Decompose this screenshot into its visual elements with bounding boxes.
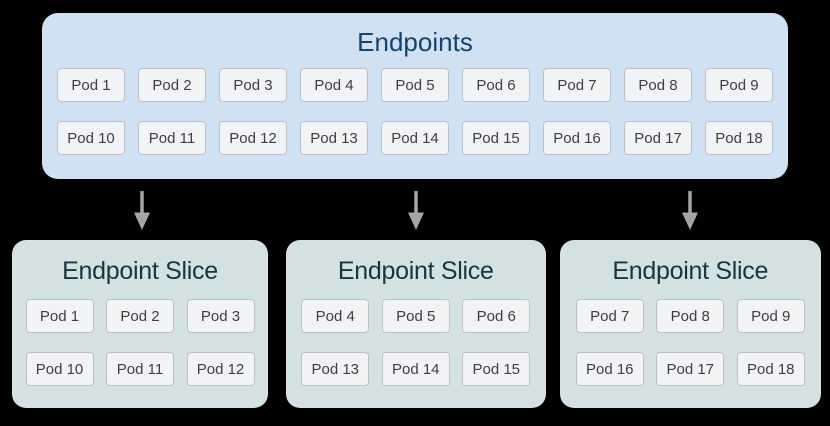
slice-3-pod-row-1: Pod 7 Pod 8 Pod 9 xyxy=(560,299,822,333)
pod-chip: Pod 6 xyxy=(462,68,530,102)
pod-chip: Pod 7 xyxy=(543,68,611,102)
pod-chip: Pod 8 xyxy=(624,68,692,102)
endpoints-pod-row-2: Pod 10 Pod 11 Pod 12 Pod 13 Pod 14 Pod 15 Pod … xyxy=(42,121,788,155)
pod-chip: Pod 16 xyxy=(575,352,644,386)
pod-chip: Pod 7 xyxy=(575,299,644,333)
pod-chip: Pod 3 xyxy=(186,299,255,333)
pod-chip: Pod 1 xyxy=(25,299,94,333)
pod-chip: Pod 2 xyxy=(138,68,206,102)
pod-chip: Pod 6 xyxy=(462,299,531,333)
endpoint-slice-title-1: Endpoint Slice xyxy=(62,257,218,285)
slice-3-pod-row-2: Pod 16 Pod 17 Pod 18 xyxy=(560,352,822,386)
down-arrow-2 xyxy=(408,191,424,230)
pod-chip: Pod 14 xyxy=(381,352,450,386)
pod-chip: Pod 12 xyxy=(219,121,287,155)
pod-chip: Pod 17 xyxy=(624,121,692,155)
pod-chip: Pod 4 xyxy=(300,68,368,102)
slice-2-pod-row-2: Pod 13 Pod 14 Pod 15 xyxy=(286,352,546,386)
pod-chip: Pod 1 xyxy=(57,68,125,102)
pod-chip: Pod 10 xyxy=(25,352,94,386)
endpoints-box: Endpoints Pod 1 Pod 2 Pod 3 Pod 4 Pod 5 Pod 6… xyxy=(42,13,788,179)
pod-chip: Pod 3 xyxy=(219,68,287,102)
pod-chip: Pod 11 xyxy=(106,352,174,386)
pod-chip: Pod 9 xyxy=(705,68,773,102)
pod-chip: Pod 15 xyxy=(462,352,531,386)
pod-chip: Pod 18 xyxy=(705,121,773,155)
pod-chip: Pod 13 xyxy=(301,352,370,386)
endpoints-pod-row-1: Pod 1 Pod 2 Pod 3 Pod 4 Pod 5 Pod 6 Pod 7 Pod 8… xyxy=(42,68,788,102)
pod-chip: Pod 4 xyxy=(301,299,370,333)
endpoint-slice-title-3: Endpoint Slice xyxy=(612,257,769,285)
slice-1-pod-row-1: Pod 1 Pod 2 Pod 3 xyxy=(12,299,268,333)
pod-chip: Pod 15 xyxy=(462,121,530,155)
slice-2-pod-row-1: Pod 4 Pod 5 Pod 6 xyxy=(286,299,546,333)
pod-chip: Pod 14 xyxy=(381,121,449,155)
pod-chip: Pod 5 xyxy=(381,68,449,102)
pod-chip: Pod 10 xyxy=(57,121,125,155)
down-arrow-3 xyxy=(681,191,698,230)
endpoint-slice-title-2: Endpoint Slice xyxy=(337,257,494,285)
down-arrow-1 xyxy=(134,191,150,230)
pod-chip: Pod 18 xyxy=(736,352,805,386)
pod-chip: Pod 8 xyxy=(656,299,725,333)
pod-chip: Pod 5 xyxy=(381,299,450,333)
slice-1-pod-row-2: Pod 10 Pod 11 Pod 12 xyxy=(12,352,268,386)
pod-chip: Pod 12 xyxy=(186,352,255,386)
pod-chip: Pod 13 xyxy=(300,121,368,155)
pod-chip: Pod 11 xyxy=(138,121,206,155)
pod-chip: Pod 2 xyxy=(106,299,174,333)
endpoints-title: Endpoints xyxy=(357,27,473,57)
pod-chip: Pod 16 xyxy=(543,121,611,155)
pod-chip: Pod 9 xyxy=(736,299,805,333)
pod-chip: Pod 17 xyxy=(656,352,725,386)
